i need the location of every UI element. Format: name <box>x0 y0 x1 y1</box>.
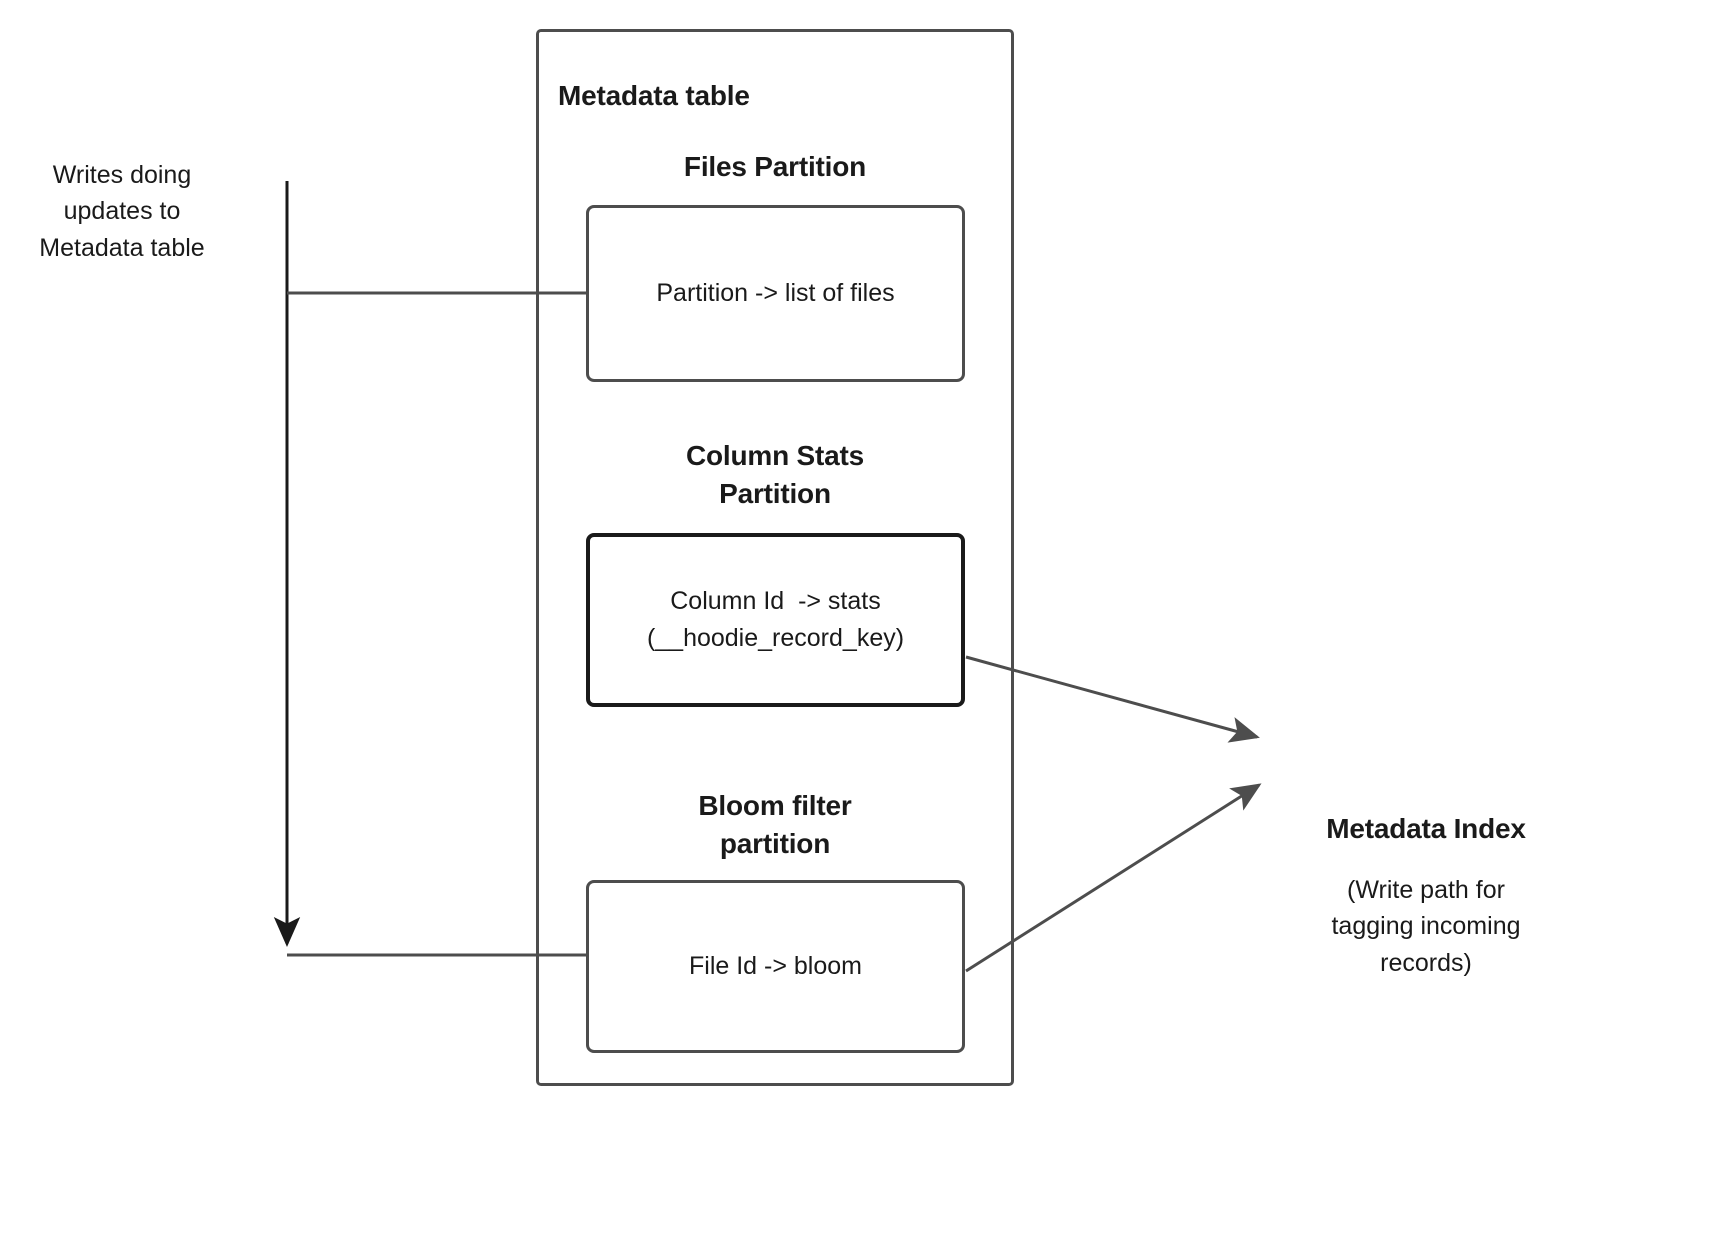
column-stats-partition-heading: Column Stats Partition <box>585 437 965 513</box>
bloom-filter-box-line-1: File Id -> bloom <box>689 951 862 980</box>
bloom-filter-box-text: File Id -> bloom <box>689 948 862 986</box>
writes-annotation-line-3: Metadata table <box>39 233 205 262</box>
files-partition-box: Partition -> list of files <box>586 205 965 382</box>
bloom-filter-heading-line-1: Bloom filter <box>698 790 852 821</box>
metadata-table-title: Metadata table <box>558 80 750 111</box>
column-stats-box-text: Column Id -> stats (__hoodie_record_key) <box>647 583 904 658</box>
metadata-index-note: (Write path for tagging incoming records… <box>1296 872 1556 981</box>
column-stats-partition-box: Column Id -> stats (__hoodie_record_key) <box>586 533 965 707</box>
column-stats-box-line-1: Column Id -> stats <box>670 586 881 615</box>
metadata-table-container <box>536 29 1014 1086</box>
metadata-index-note-line-3: records) <box>1380 948 1472 977</box>
writes-annotation: Writes doing updates to Metadata table <box>10 157 234 266</box>
metadata-index-label: Metadata Index <box>1326 813 1526 844</box>
bloom-filter-partition-box: File Id -> bloom <box>586 880 965 1053</box>
files-partition-box-line-1: Partition -> list of files <box>656 278 895 307</box>
column-stats-heading-line-2: Partition <box>719 477 831 509</box>
files-partition-heading: Files Partition <box>585 148 965 186</box>
column-stats-heading-line-1: Column Stats <box>685 440 865 471</box>
column-stats-box-line-2: (__hoodie_record_key) <box>646 624 905 652</box>
writes-annotation-line-1: Writes doing <box>52 161 192 189</box>
metadata-index-note-line-2: tagging incoming <box>1331 912 1521 941</box>
bloom-filter-heading-line-2: partition <box>719 827 831 859</box>
metadata-index-note-line-1: (Write path for <box>1347 876 1505 904</box>
writes-annotation-line-2: updates to <box>63 197 181 226</box>
files-partition-heading-line-1: Files Partition <box>683 151 867 182</box>
files-partition-box-text: Partition -> list of files <box>656 275 894 313</box>
bloom-filter-partition-heading: Bloom filter partition <box>585 787 965 863</box>
